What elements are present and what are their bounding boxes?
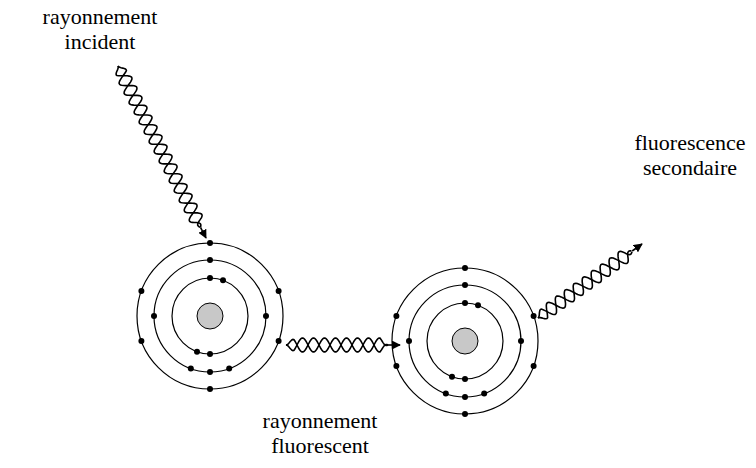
electrons	[138, 240, 536, 417]
incident-radiation-label: rayonnement incident	[43, 4, 158, 54]
atom	[392, 268, 538, 414]
atom	[137, 243, 283, 389]
secondary-fluorescence-label: fluorescence secondaire	[634, 130, 745, 180]
wave-arrows	[116, 66, 642, 352]
fluorescent-radiation-label: rayonnement fluorescent	[263, 408, 378, 458]
